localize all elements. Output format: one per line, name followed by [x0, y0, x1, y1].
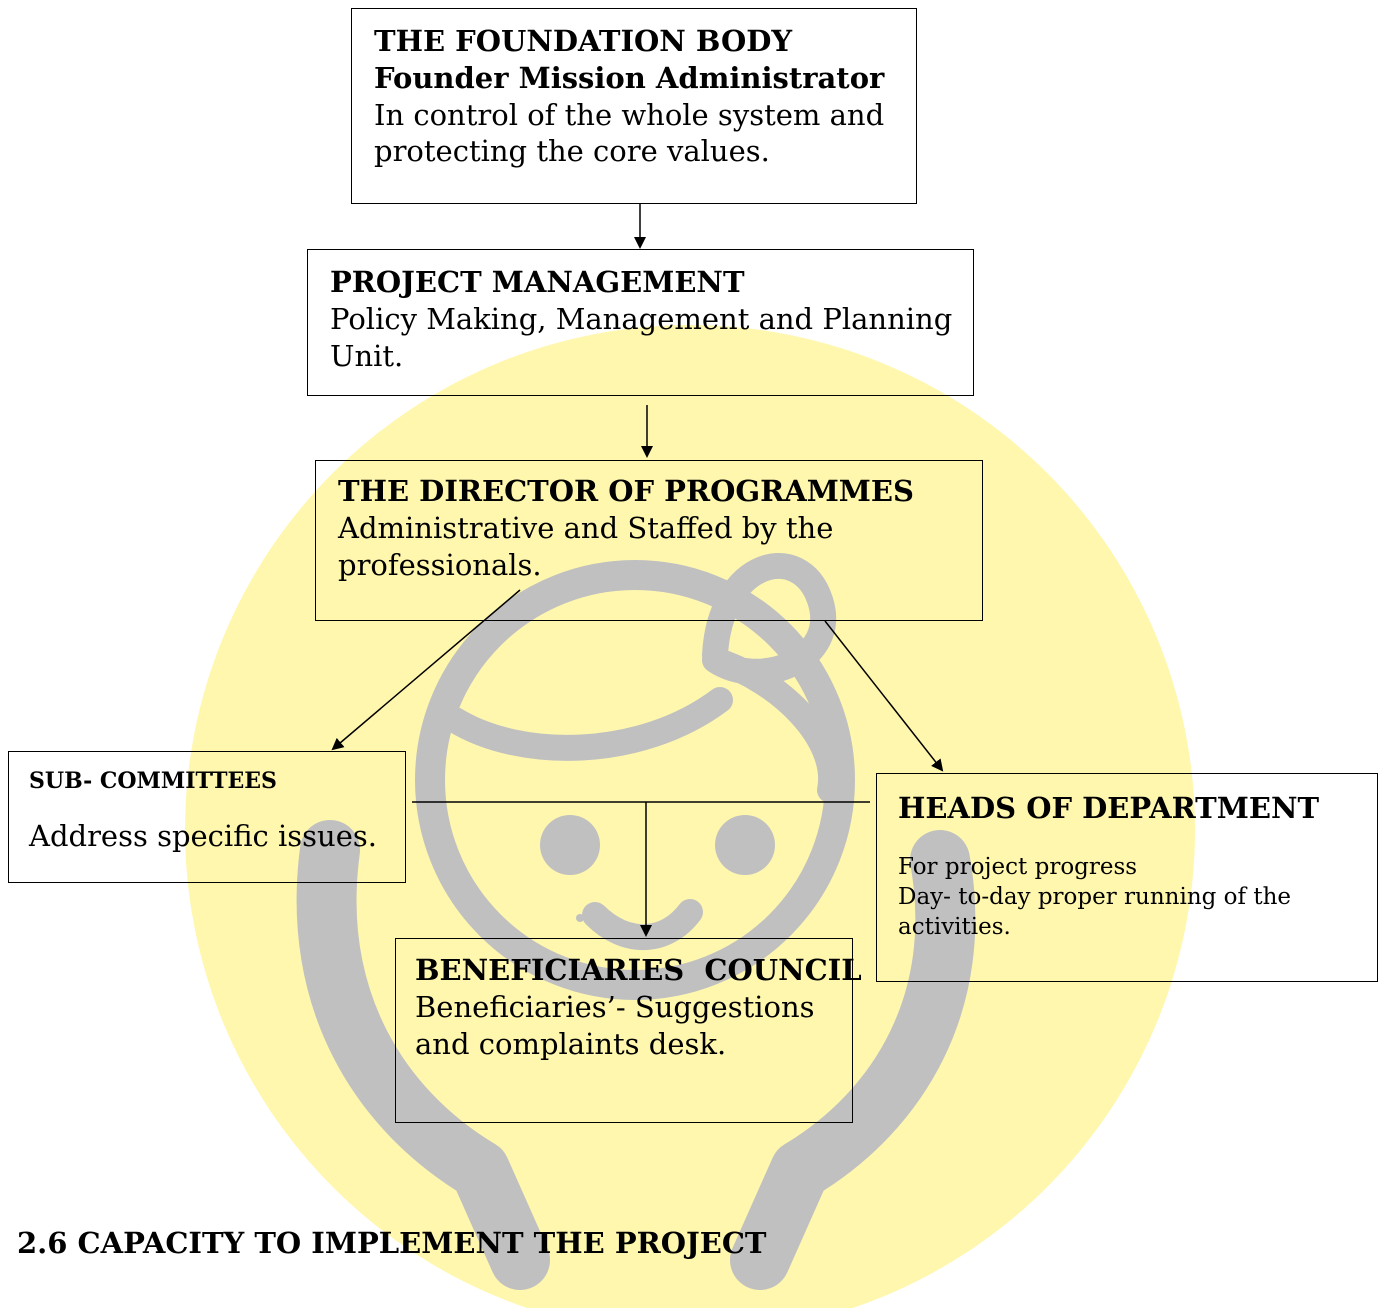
watermark-bow: [702, 553, 845, 803]
arrow-to-heads-of-department: [824, 620, 944, 772]
watermark-right-eye: [715, 815, 775, 875]
foundation-subtitle: Founder Mission Administrator: [374, 60, 885, 95]
beneficiaries-council-description: Beneficiaries’- Suggestions and complain…: [415, 989, 815, 1061]
sub-committees-box: SUB- COMMITTEES Address specific issues.: [8, 751, 406, 883]
watermark-figure: [296, 553, 976, 1290]
foundation-description: In control of the whole system and prote…: [374, 97, 885, 169]
watermark-dot: [576, 914, 584, 922]
heads-of-department-box: HEADS OF DEPARTMENT For project progress…: [876, 773, 1378, 982]
watermark-left-eye: [540, 815, 600, 875]
sub-committees-title: SUB- COMMITTEES: [29, 768, 277, 794]
foundation-body-box: THE FOUNDATION BODY Founder Mission Admi…: [351, 8, 917, 204]
arrow-to-sub-committees: [331, 589, 521, 751]
watermark-left-hand: [296, 820, 550, 1290]
director-title: THE DIRECTOR OF PROGRAMMES: [338, 474, 914, 508]
beneficiaries-council-title: BENEFICIARIES COUNCIL: [415, 953, 862, 987]
watermark-circle: [185, 325, 1195, 1308]
project-management-title: PROJECT MANAGEMENT: [330, 265, 745, 299]
watermark-hair: [442, 687, 733, 761]
watermark-right-hand: [730, 830, 976, 1290]
sub-committees-description: Address specific issues.: [29, 818, 377, 853]
beneficiaries-council-box: BENEFICIARIES COUNCIL Beneficiaries’- Su…: [395, 938, 862, 1123]
watermark-smile: [582, 899, 703, 951]
section-heading: 2.6 CAPACITY TO IMPLEMENT THE PROJECT: [17, 1226, 767, 1260]
project-management-box: PROJECT MANAGEMENT Policy Making, Manage…: [307, 249, 974, 396]
heads-of-department-description: For project progress Day- to-day proper …: [898, 853, 1292, 940]
foundation-title: THE FOUNDATION BODY: [374, 24, 793, 58]
director-description: Administrative and Staffed by the profes…: [338, 510, 834, 582]
director-of-programmes-box: THE DIRECTOR OF PROGRAMMES Administrativ…: [315, 460, 983, 621]
project-management-description: Policy Making, Management and Planning U…: [330, 301, 953, 373]
heads-of-department-title: HEADS OF DEPARTMENT: [898, 791, 1320, 825]
